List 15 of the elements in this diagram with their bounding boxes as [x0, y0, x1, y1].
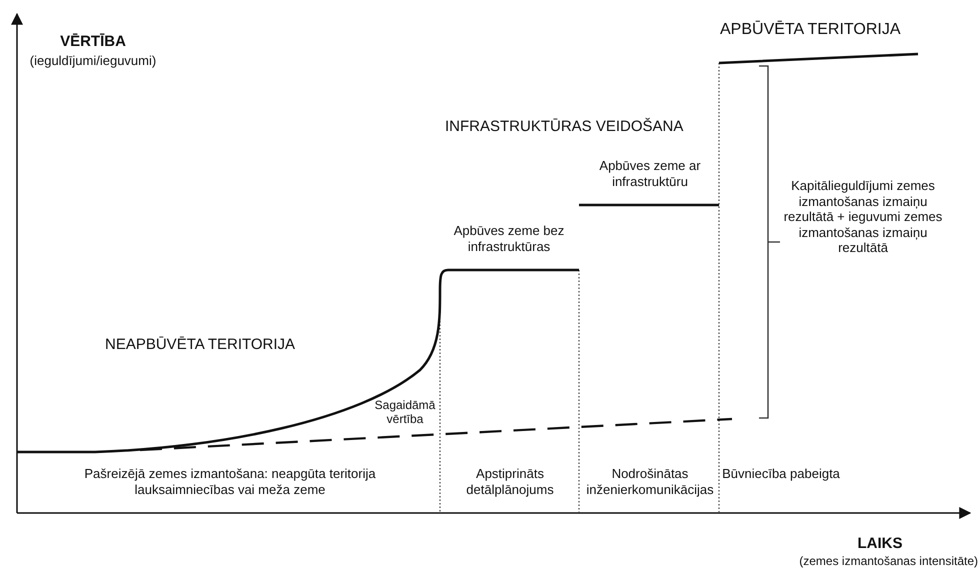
- curve-label: Sagaidāmā vērtība: [374, 398, 436, 427]
- stage-label: Apbūves zeme bez infrastruktūras: [452, 223, 566, 254]
- stage-label: Apbūves zeme ar infrastruktūru: [598, 158, 702, 190]
- axis-subtitle: (zemes izmantošanas intensitāte): [798, 554, 978, 568]
- stage-description: Apstiprināts detālplānojums: [465, 466, 555, 498]
- stage-description: Būvniecība pabeigta: [722, 466, 840, 482]
- bracket-label: Kapitālieguldījumi zemes izmantošanas izmaiņu rezultātā + ieguvumi zemes izmantošanas izmaiņu rezultātā: [783, 178, 943, 256]
- axis-title: LAIKS: [856, 535, 904, 553]
- stage-description: Pašreizējā zemes izmantošana: neapgūta teritorija lauksaimniecības vai meža zeme: [83, 466, 377, 498]
- axis-subtitle: (ieguldījumi/ieguvumi): [28, 53, 158, 69]
- region-title: NEAPBŪVĒTA TERITORIJA: [105, 336, 296, 354]
- stage-description: Nodrošinātas inženierkomunikācijas: [585, 466, 715, 498]
- axis-title: VĒRTĪBA: [59, 33, 127, 51]
- region-title: APBŪVĒTA TERITORIJA: [720, 20, 902, 40]
- region-title: INFRASTRUKTŪRAS VEIDOŠANA: [445, 118, 684, 136]
